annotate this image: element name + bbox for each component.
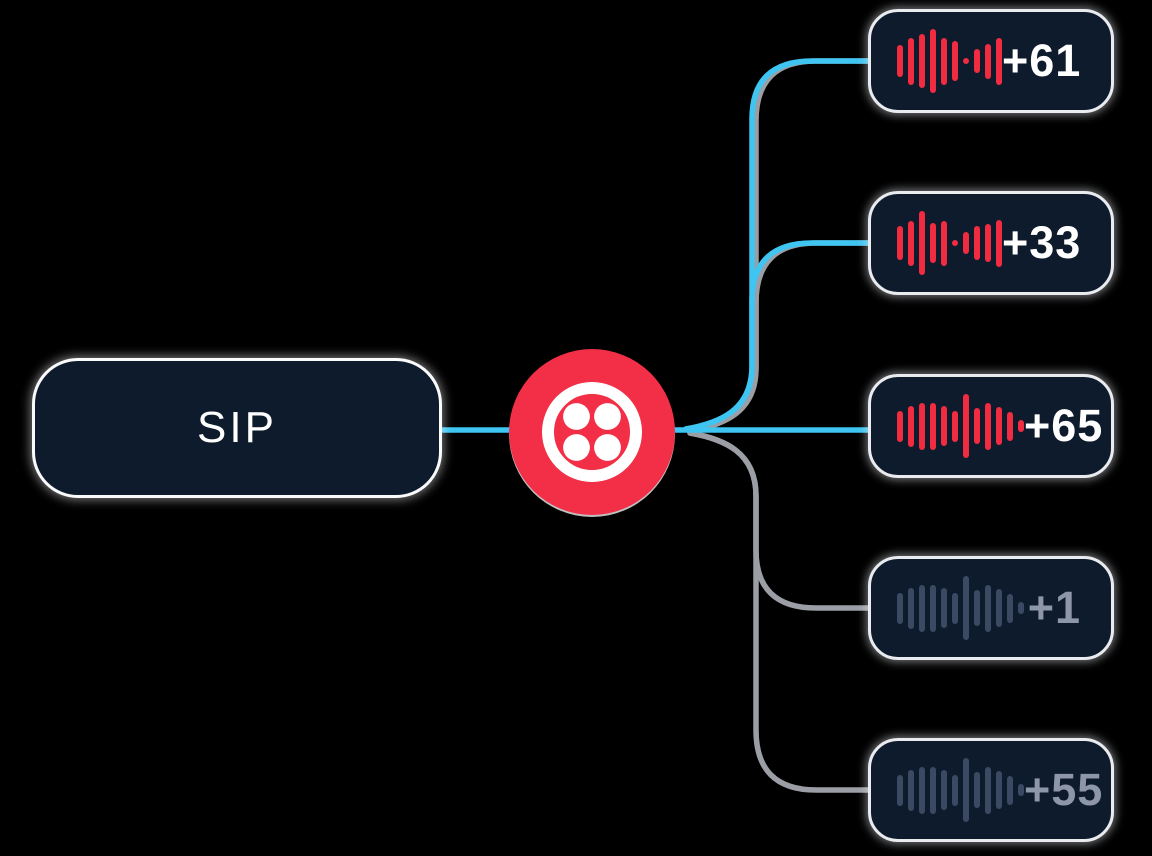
- waveform-bar: [974, 408, 980, 444]
- waveform-bar: [985, 43, 991, 79]
- waveform-bar: [974, 590, 980, 626]
- waveform-bar: [974, 49, 980, 73]
- waveform-bar: [941, 770, 947, 810]
- waveform-bar: [897, 226, 903, 260]
- waveform-bar: [897, 410, 903, 442]
- waveform-bar: [996, 407, 1002, 445]
- waveform-bar: [952, 41, 958, 81]
- waveform-bar: [952, 240, 958, 246]
- waveform-bar: [963, 232, 969, 254]
- waveform-bar: [941, 37, 947, 85]
- waveform-bar: [963, 576, 969, 640]
- waveform-bar: [908, 405, 914, 447]
- waveform-bar: [974, 226, 980, 260]
- waveform-bar: [996, 219, 1002, 267]
- waveform-bar: [919, 34, 925, 88]
- waveform-bar: [996, 37, 1002, 85]
- waveform-bar: [941, 406, 947, 446]
- waveform-icon: [897, 26, 1002, 96]
- waveform-bar: [919, 584, 925, 632]
- waveform-bar: [974, 772, 980, 808]
- country-code-label: +61: [1002, 35, 1082, 86]
- destination-node-55: +55: [868, 738, 1114, 842]
- country-code-label: +1: [1027, 582, 1081, 633]
- waveform-bar: [963, 394, 969, 458]
- sip-node: SIP: [32, 358, 442, 498]
- waveform-bar: [985, 402, 991, 450]
- waveform-bar: [941, 220, 947, 266]
- waveform-bar: [897, 45, 903, 77]
- waveform-bar: [941, 588, 947, 628]
- waveform-bar: [1018, 420, 1024, 432]
- waveform-bar: [908, 587, 914, 629]
- connector-hub-to-33: [683, 240, 875, 432]
- connector-hub-to-55: [687, 430, 875, 793]
- connector-hub-to-33-base: [687, 240, 875, 434]
- waveform-icon: [897, 573, 1024, 643]
- destination-node-65: +65: [868, 374, 1114, 478]
- waveform-bar: [897, 774, 903, 806]
- waveform-bar: [952, 592, 958, 624]
- waveform-bar: [952, 774, 958, 806]
- waveform-bar: [908, 220, 914, 266]
- waveform-bar: [985, 766, 991, 814]
- waveform-bar: [930, 766, 936, 814]
- country-code-label: +33: [1002, 217, 1082, 268]
- twilio-logo-icon: [509, 349, 675, 515]
- destination-node-33: +33: [868, 191, 1114, 295]
- waveform-bar: [908, 769, 914, 811]
- waveform-icon: [897, 755, 1024, 825]
- waveform-bar: [930, 223, 936, 263]
- waveform-icon: [897, 208, 1002, 278]
- waveform-bar: [952, 410, 958, 442]
- waveform-bar: [963, 58, 969, 64]
- waveform-bar: [1018, 602, 1024, 614]
- waveform-bar: [919, 766, 925, 814]
- twilio-hub-node: [509, 349, 675, 515]
- waveform-bar: [985, 584, 991, 632]
- waveform-bar: [963, 758, 969, 822]
- country-code-label: +65: [1024, 400, 1104, 451]
- waveform-bar: [1018, 784, 1024, 796]
- waveform-bar: [930, 584, 936, 632]
- waveform-icon: [897, 391, 1024, 461]
- destination-node-61: +61: [868, 9, 1114, 113]
- waveform-bar: [1007, 775, 1013, 805]
- waveform-bar: [930, 29, 936, 93]
- waveform-bar: [919, 211, 925, 275]
- waveform-bar: [919, 402, 925, 450]
- waveform-bar: [930, 402, 936, 450]
- country-code-label: +55: [1024, 764, 1104, 815]
- waveform-bar: [985, 224, 991, 262]
- waveform-bar: [908, 37, 914, 85]
- waveform-bar: [897, 592, 903, 624]
- sip-label: SIP: [197, 403, 277, 452]
- connector-hub-to-1: [687, 430, 875, 611]
- waveform-bar: [1007, 411, 1013, 441]
- waveform-bar: [1007, 593, 1013, 623]
- waveform-bar: [996, 771, 1002, 809]
- destination-node-1: +1: [868, 556, 1114, 660]
- waveform-bar: [996, 589, 1002, 627]
